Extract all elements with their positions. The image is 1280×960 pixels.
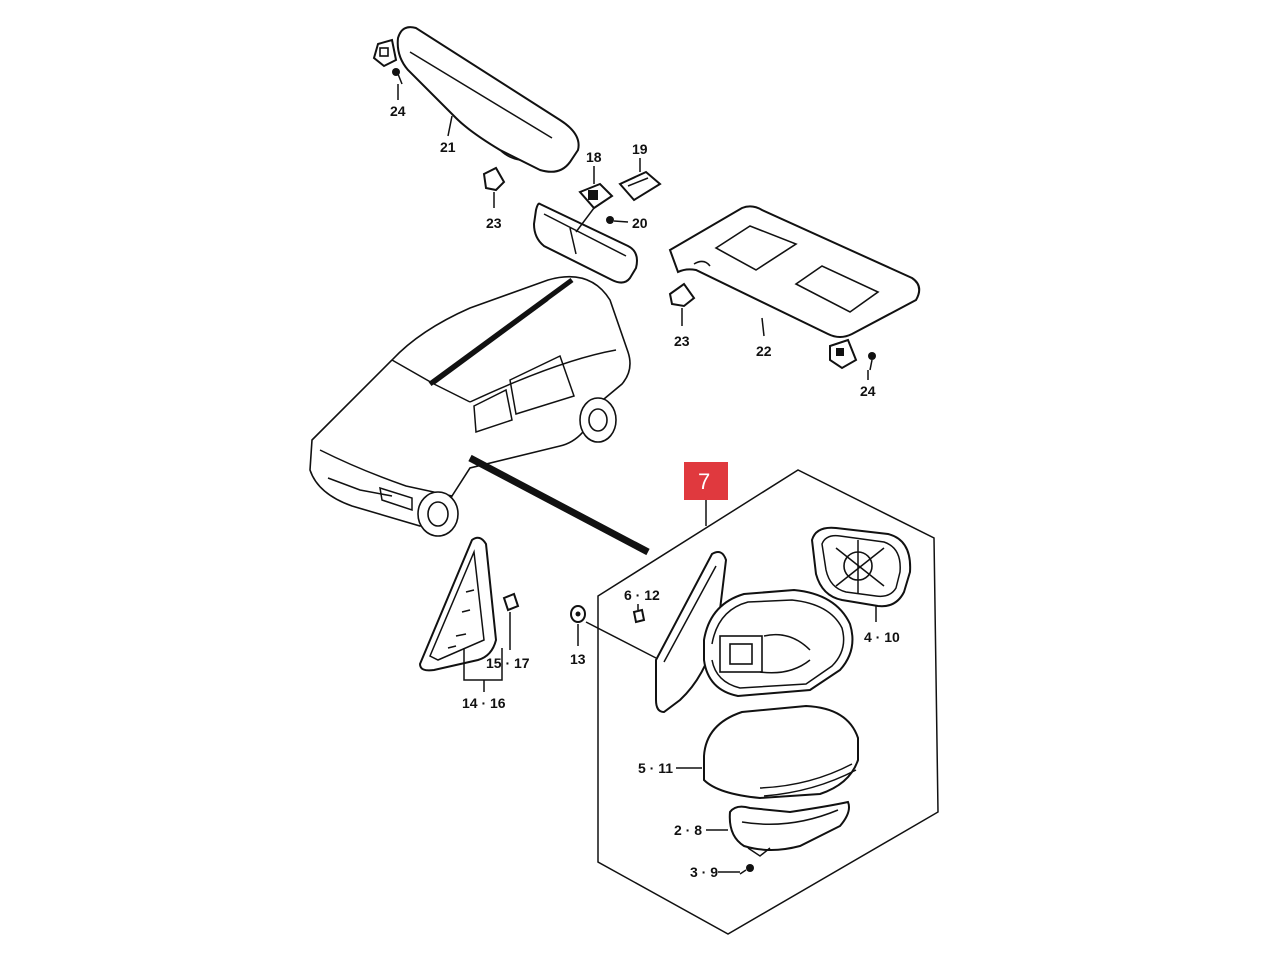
mirror-cover-19[interactable] xyxy=(618,170,662,202)
label-20: 20 xyxy=(632,215,648,231)
sun-visor-left[interactable] xyxy=(396,26,580,173)
callout-badge-label: 7 xyxy=(698,469,710,494)
label-24-lower: 24 xyxy=(860,383,876,399)
label-5-11: 5 · 11 xyxy=(638,760,673,776)
screw-24-lower[interactable] xyxy=(868,352,876,371)
screw-6-12[interactable] xyxy=(632,608,646,624)
turn-signal-lamp[interactable] xyxy=(728,800,850,857)
bracket-14-16 xyxy=(463,648,503,681)
clip-15-17[interactable] xyxy=(502,592,520,612)
label-14-16: 14 · 16 xyxy=(462,695,506,711)
vehicle-outline xyxy=(309,276,631,537)
label-19: 19 xyxy=(632,141,648,157)
grommet-13[interactable] xyxy=(570,605,586,623)
label-13: 13 xyxy=(570,651,586,667)
label-21: 21 xyxy=(440,139,456,155)
callout-badge-7[interactable] xyxy=(684,462,728,500)
mirror-mount-18[interactable] xyxy=(575,182,614,233)
label-2-8: 2 · 8 xyxy=(674,822,702,838)
rear-view-mirror[interactable] xyxy=(532,202,638,284)
label-23-lower: 23 xyxy=(674,333,690,349)
outside-mirror-group-box xyxy=(597,469,939,935)
mirror-glass[interactable] xyxy=(810,526,912,608)
label-23-upper: 23 xyxy=(486,215,502,231)
label-22: 22 xyxy=(756,343,772,359)
pointer-bar-lower xyxy=(468,454,650,556)
screw-3-9[interactable] xyxy=(739,864,754,875)
screw-24-upper[interactable] xyxy=(392,68,403,85)
label-18: 18 xyxy=(586,149,602,165)
visor-holder-clip-lower[interactable] xyxy=(829,338,858,370)
label-6-12: 6 · 12 xyxy=(624,587,660,603)
sun-visor-right[interactable] xyxy=(668,205,921,338)
label-24-upper: 24 xyxy=(390,103,406,119)
pointer-bar-upper xyxy=(428,277,574,387)
label-15-17: 15 · 17 xyxy=(486,655,530,671)
screw-20[interactable] xyxy=(606,216,614,224)
mirror-cover[interactable] xyxy=(703,704,859,800)
visor-clip-23-lower[interactable] xyxy=(668,282,696,308)
visor-clip-23-upper[interactable] xyxy=(482,166,506,192)
door-corner-garnish[interactable] xyxy=(418,536,498,672)
label-4-10: 4 · 10 xyxy=(864,629,900,645)
visor-holder-clip-upper[interactable] xyxy=(372,38,398,68)
mirror-stay-base[interactable] xyxy=(655,551,728,714)
label-3-9: 3 · 9 xyxy=(690,864,718,880)
mirror-body-housing[interactable] xyxy=(703,588,854,698)
